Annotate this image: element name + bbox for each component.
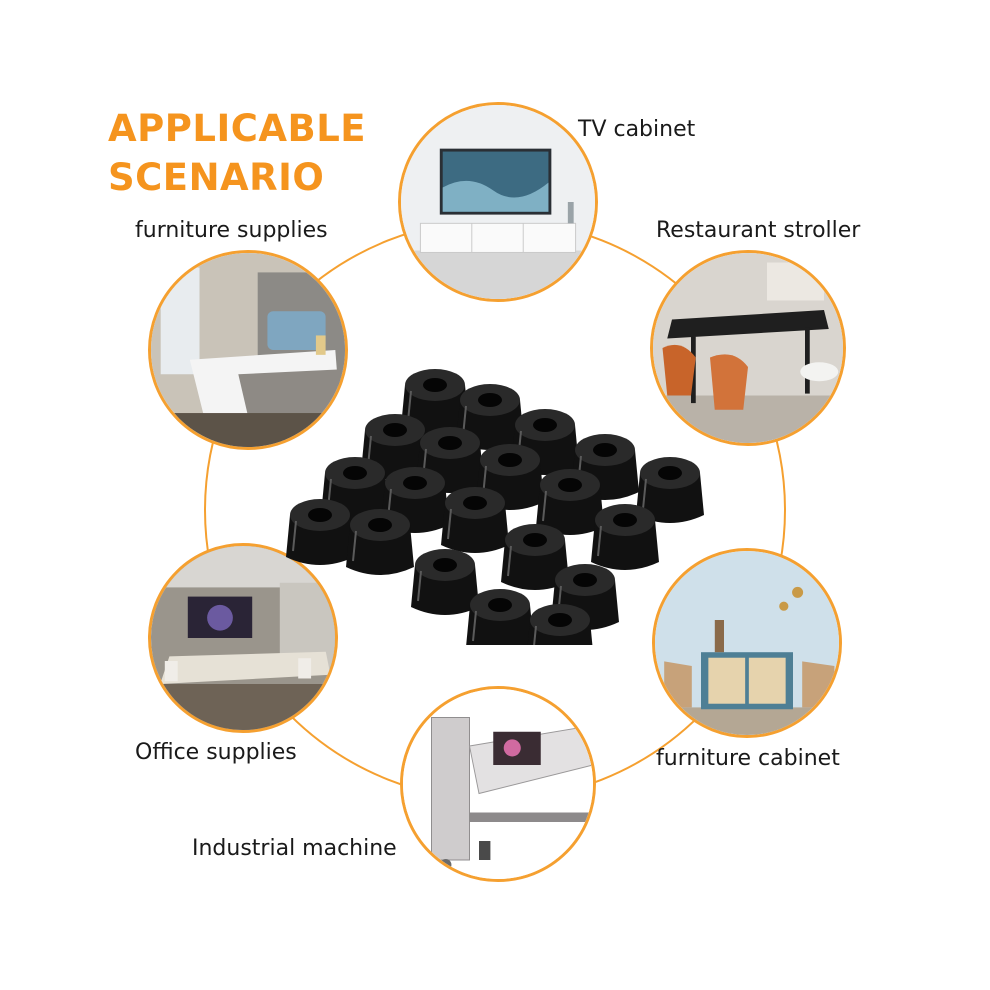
label-restaurant-stroller: Restaurant stroller [656, 218, 861, 243]
label-tv-cabinet: TV cabinet [578, 117, 696, 142]
rubber-foot [536, 469, 604, 535]
label-office-supplies: Office supplies [135, 740, 297, 765]
rubber-foot [636, 457, 704, 523]
rubber-foot [466, 589, 534, 645]
label-furniture-cabinet: furniture cabinet [656, 746, 840, 771]
scene-furniture-supplies [148, 250, 348, 450]
headline-line-1: APPLICABLE [108, 107, 367, 150]
rubber-feet-cluster [286, 369, 704, 645]
rubber-foot [411, 549, 479, 615]
rubber-foot [286, 499, 354, 565]
headline: APPLICABLE SCENARIO [108, 104, 366, 202]
rubber-foot [346, 509, 414, 575]
scene-office-supplies [148, 543, 338, 733]
tv-cabinet-illustration [401, 105, 595, 299]
rubber-foot [501, 524, 569, 590]
headline-line-2: SCENARIO [108, 156, 325, 199]
rubber-foot [551, 564, 619, 630]
label-furniture-supplies: furniture supplies [135, 218, 328, 243]
rubber-foot [441, 487, 509, 553]
rubber-foot [591, 504, 659, 570]
bedroom-illustration [151, 253, 345, 447]
scene-furniture-cabinet [652, 548, 842, 738]
scene-industrial-machine [400, 686, 596, 882]
scene-restaurant-stroller [650, 250, 846, 446]
machine-illustration [403, 689, 593, 879]
rubber-foot [527, 604, 593, 645]
label-industrial-machine: Industrial machine [192, 836, 397, 861]
scene-tv-cabinet [398, 102, 598, 302]
